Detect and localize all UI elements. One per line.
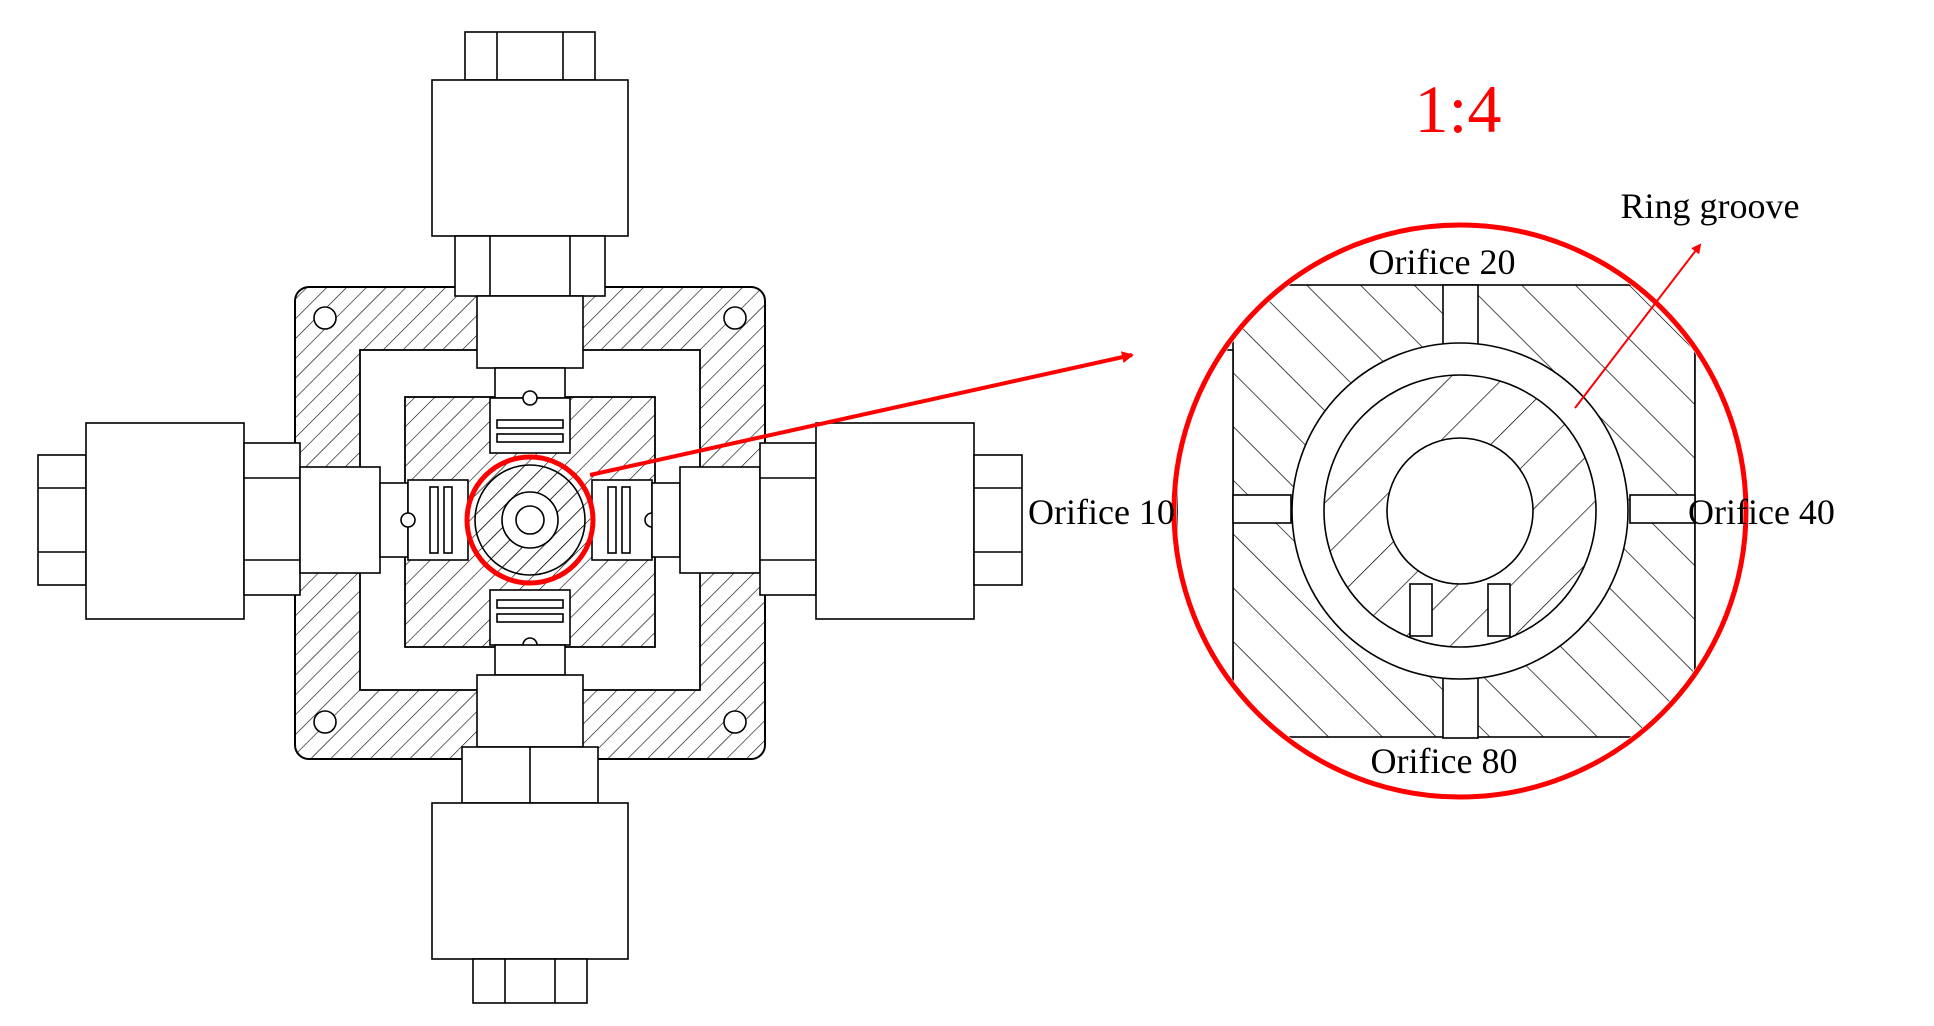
ring-groove-label: Ring groove [1621, 186, 1800, 226]
top-fitting [431, 31, 629, 454]
ring-groove-pointer [1574, 243, 1702, 409]
detail-view [1171, 222, 1749, 800]
center-orifice-element [474, 464, 586, 576]
bottom-fitting [431, 589, 629, 1004]
orifice-top-label: Orifice 20 [1369, 242, 1516, 282]
left-fitting [37, 422, 469, 620]
highlight-circle [464, 454, 596, 586]
detail-circle [1171, 222, 1749, 800]
right-fitting [591, 422, 1023, 620]
valve-assembly [37, 31, 1023, 1004]
callout-arrow [589, 351, 1134, 477]
orifice-bottom-label: Orifice 80 [1371, 741, 1518, 781]
orifice-right-label: Orifice 40 [1688, 492, 1835, 532]
orifice-left-label: Orifice 10 [1028, 492, 1175, 532]
scale-label: 1:4 [1415, 71, 1502, 147]
